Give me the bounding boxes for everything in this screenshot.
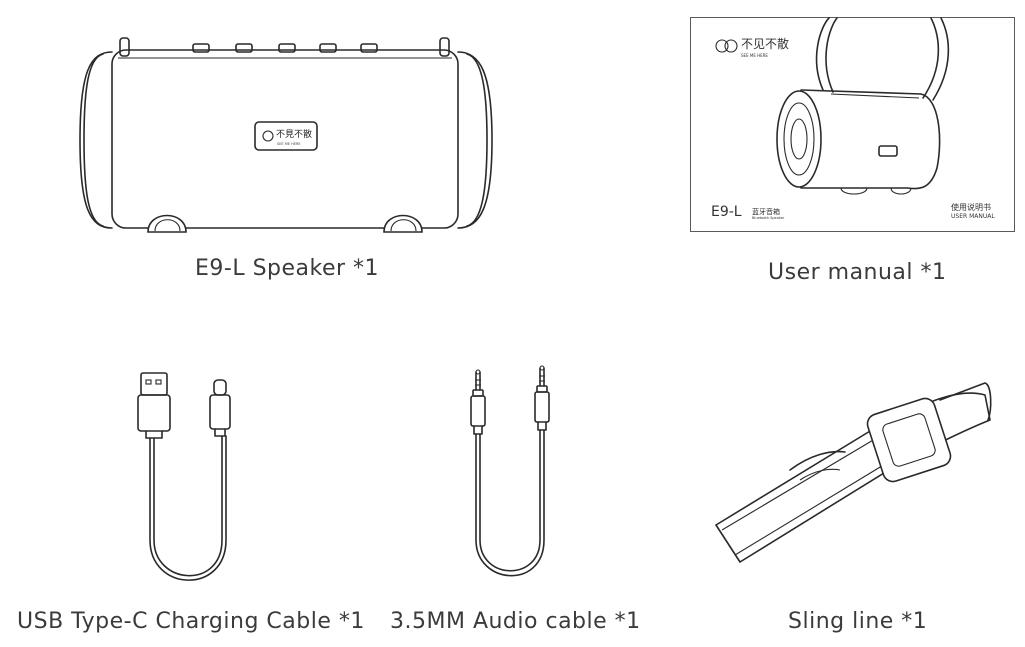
manual-brand-cn: 不见不散: [741, 37, 790, 51]
speaker-badge-brand-en: SEE ME HERE: [277, 142, 301, 146]
manual-brand-en: SEE ME HERE: [741, 53, 768, 58]
manual-model: E9-L: [711, 204, 742, 220]
speaker-caption: E9-L Speaker *1: [195, 256, 380, 281]
user-manual-cover: 不见不散 SEE ME HERE E9-L 蓝牙音箱 Bluetooth Spe…: [690, 17, 1015, 232]
manual-caption: User manual *1: [768, 260, 947, 285]
manual-title-cn: 使用说明书: [951, 203, 991, 212]
audio-caption: 3.5MM Audio cable *1: [390, 609, 641, 634]
manual-product-en: Bluetooth Speaker: [752, 216, 785, 220]
manual-product-cn: 蓝牙音箱: [752, 208, 780, 216]
manual-title-en: USER MANUAL: [951, 213, 995, 220]
manual-speaker-drawing: [715, 17, 950, 195]
sling-caption: Sling line *1: [788, 609, 928, 634]
usb-caption: USB Type-C Charging Cable *1: [17, 609, 365, 634]
speaker-badge-brand: 不見不散: [276, 128, 312, 140]
